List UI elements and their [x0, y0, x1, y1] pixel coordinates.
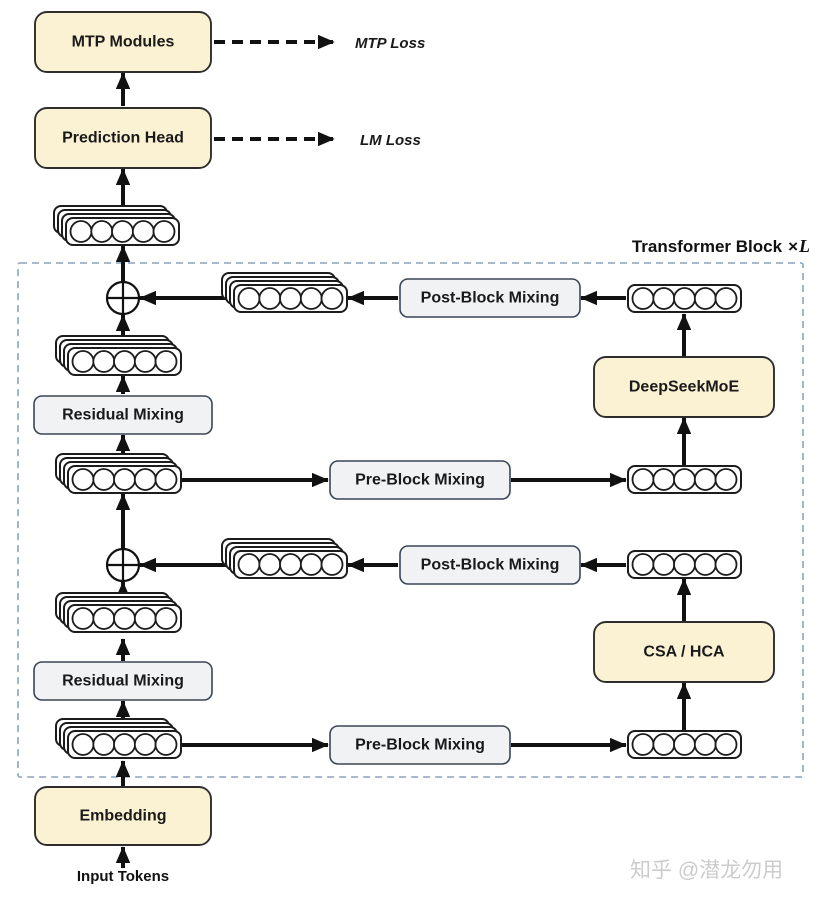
token-row-attn-output	[627, 550, 742, 579]
times-symbol: ×	[788, 237, 798, 256]
token-row-premix-lower-out	[627, 730, 742, 759]
mtp-loss-label: MTP Loss	[355, 35, 425, 52]
residual-mixing-upper-label: Residual Mixing	[62, 407, 184, 424]
token-stack-residual-upper-out	[56, 336, 181, 375]
residual-add-icon-lower	[105, 547, 141, 583]
token-row-moe-output	[627, 284, 742, 313]
input-tokens-label: Input Tokens	[77, 868, 169, 885]
residual-mixing-lower-box: Residual Mixing	[33, 661, 213, 701]
post-block-mixing-lower-label: Post-Block Mixing	[421, 557, 560, 574]
deepseekmoe-label: DeepSeekMoE	[629, 379, 740, 396]
prediction-head-box: Prediction Head	[34, 107, 212, 169]
embedding-box: Embedding	[34, 786, 212, 846]
residual-mixing-lower-label: Residual Mixing	[62, 673, 184, 690]
mtp-modules-box: MTP Modules	[34, 11, 212, 73]
post-block-mixing-upper-label: Post-Block Mixing	[421, 290, 560, 307]
residual-add-icon-upper	[105, 280, 141, 316]
watermark-text: 知乎 @潜龙勿用	[630, 859, 783, 882]
token-stack-embedded	[56, 719, 181, 758]
pre-block-mixing-lower-box: Pre-Block Mixing	[329, 725, 511, 765]
deepseekmoe-box: DeepSeekMoE	[593, 356, 775, 418]
embedding-label: Embedding	[79, 808, 166, 825]
token-stack-residual-lower-out	[56, 593, 181, 632]
repeat-variable: L	[798, 236, 810, 256]
lm-loss-label: LM Loss	[360, 132, 421, 149]
transformer-block-outline	[17, 262, 804, 778]
token-stack-moe-postmix	[222, 273, 347, 312]
token-stack-block-output	[54, 206, 179, 245]
post-block-mixing-upper-box: Post-Block Mixing	[399, 278, 581, 318]
pre-block-mixing-upper-label: Pre-Block Mixing	[355, 472, 485, 489]
token-stack-attn-postmix	[222, 539, 347, 578]
token-stack-sublayer-boundary	[56, 454, 181, 493]
post-block-mixing-lower-box: Post-Block Mixing	[399, 545, 581, 585]
csa-hca-label: CSA / HCA	[643, 644, 725, 661]
transformer-block-title: Transformer Block ×L	[632, 236, 810, 256]
pre-block-mixing-upper-box: Pre-Block Mixing	[329, 460, 511, 500]
mtp-modules-label: MTP Modules	[72, 34, 175, 51]
transformer-block-title-text: Transformer Block	[632, 237, 783, 256]
prediction-head-label: Prediction Head	[62, 130, 184, 147]
token-row-premix-upper-out	[627, 465, 742, 494]
pre-block-mixing-lower-label: Pre-Block Mixing	[355, 737, 485, 754]
csa-hca-box: CSA / HCA	[593, 621, 775, 683]
residual-mixing-upper-box: Residual Mixing	[33, 395, 213, 435]
